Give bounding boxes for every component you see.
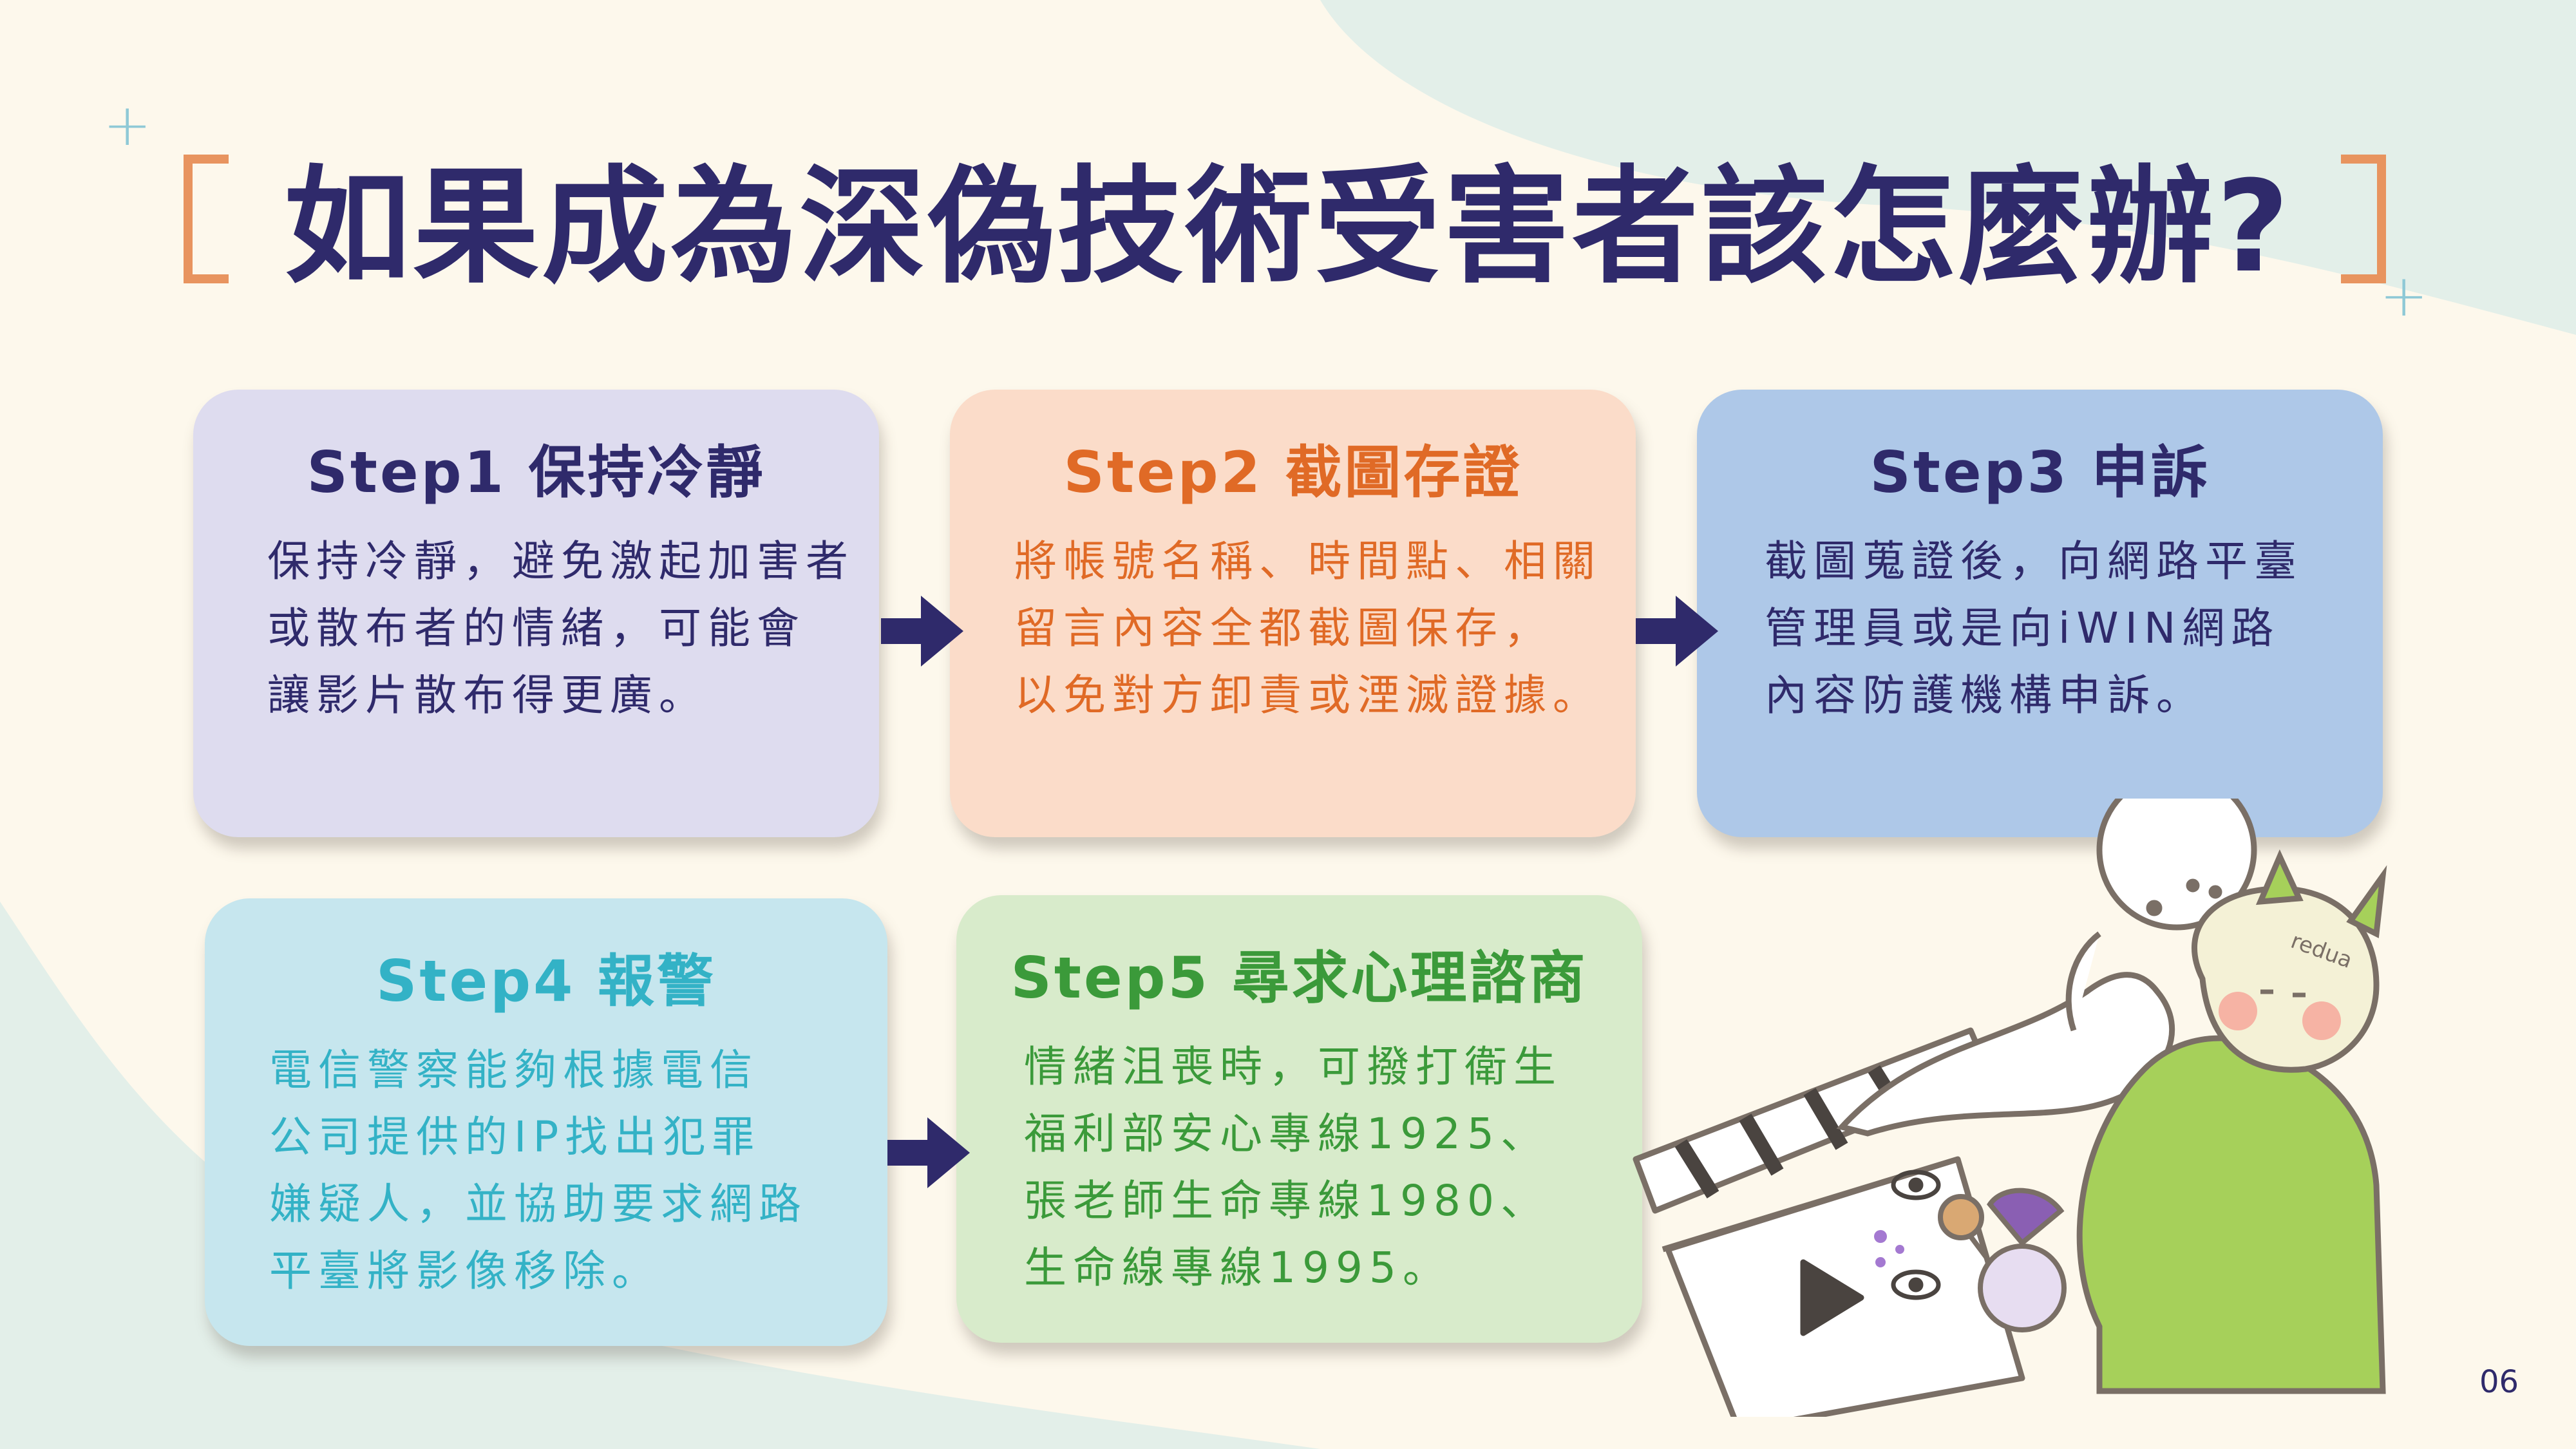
step4-title: Step4 報警 <box>376 948 716 1014</box>
step1-card: Step1 保持冷靜 保持冷靜，避免激起加害者 或散布者的情緒，可能會 讓影片散… <box>193 390 879 837</box>
step3-title: Step3 申訴 <box>1870 439 2210 506</box>
decoration-dots <box>1874 1230 1904 1267</box>
top-right-blob <box>1320 0 2576 335</box>
page-title-container: 如果成為深偽技術受害者該怎麼辦? <box>174 142 2402 301</box>
small-eye-icon <box>1891 1170 1941 1300</box>
step3-body: 截圖蒐證後，向網路平臺 管理員或是向iWIN網路 內容防護機構申訴。 <box>1765 536 2303 720</box>
clapperboard-icon <box>1633 1027 2025 1417</box>
page-title: 如果成為深偽技術受害者該怎麼辦? <box>284 153 2292 301</box>
arrow-right-icon <box>881 596 963 667</box>
microphone-icon <box>1938 1188 2067 1332</box>
illustration: redua <box>1633 799 2387 1417</box>
step2-title: Step2 截圖存證 <box>1063 439 1522 506</box>
title-bracket-right <box>2341 155 2386 283</box>
step5-body: 情緒沮喪時，可撥打衛生 福利部安心專線1925、 張老師生命專線1980、 生命… <box>1024 1042 1562 1293</box>
plus-decoration-icon: + <box>103 91 152 159</box>
step3-card: Step3 申訴 截圖蒐證後，向網路平臺 管理員或是向iWIN網路 內容防護機構… <box>1697 390 2383 837</box>
green-character <box>2076 849 2387 1394</box>
step5-card: Step5 尋求心理諮商 情緒沮喪時，可撥打衛生 福利部安心專線1925、 張老… <box>956 895 1642 1343</box>
step2-body: 將帳號名稱、時間點、相關 留言內容全都截圖保存， 以免對方卸責或湮滅證據。 <box>1014 536 1602 720</box>
title-bracket-left <box>184 155 229 283</box>
step1-body: 保持冷靜，避免激起加害者 或散布者的情緒，可能會 讓影片散布得更廣。 <box>267 536 855 720</box>
page-number: 06 <box>2479 1364 2519 1400</box>
step4-card: Step4 報警 電信警察能夠根據電信 公司提供的IP找出犯罪 嫌疑人，並協助要… <box>205 898 887 1346</box>
arrow-right-icon <box>887 1117 970 1188</box>
step2-card: Step2 截圖存證 將帳號名稱、時間點、相關 留言內容全都截圖保存， 以免對方… <box>950 390 1636 837</box>
step1-title: Step1 保持冷靜 <box>307 439 766 506</box>
step5-title: Step5 尋求心理諮商 <box>1010 945 1588 1011</box>
ghost-figure <box>1836 972 2175 1137</box>
plus-decoration-icon: + <box>2380 262 2429 330</box>
step4-body: 電信警察能夠根據電信 公司提供的IP找出犯罪 嫌疑人，並協助要求網路 平臺將影像… <box>269 1045 808 1296</box>
arrow-right-icon <box>1636 596 1718 667</box>
stick-person-icon <box>2065 799 2257 1032</box>
